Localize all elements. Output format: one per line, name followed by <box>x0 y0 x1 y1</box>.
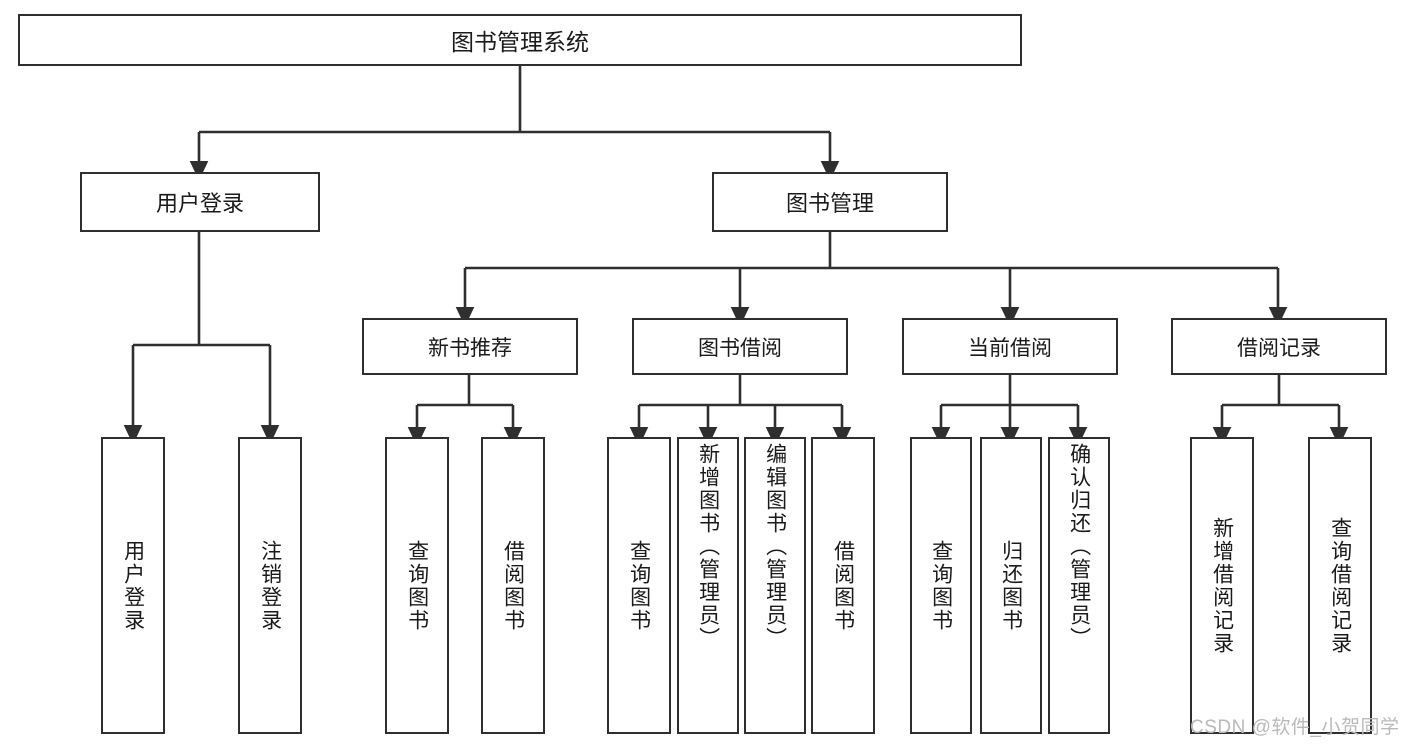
node-label: 新书推荐 <box>428 336 512 360</box>
leaf-text-wrap: 新增借阅记录 <box>1192 439 1252 732</box>
leaf-text-wrap: 用户登录 <box>103 439 163 732</box>
leaf-user-login-logout[interactable]: 注销登录 <box>238 437 302 734</box>
leaf-user-login-login[interactable]: 用户登录 <box>101 437 165 734</box>
leaf-current-borrow-query[interactable]: 查询图书 <box>910 437 972 734</box>
node-label: 查询图书 <box>929 539 953 632</box>
leaf-borrow-record-add[interactable]: 新增借阅记录 <box>1190 437 1254 734</box>
leaf-text-wrap: 确认归还（管理员） <box>1050 439 1108 736</box>
node-label: 借阅记录 <box>1237 336 1321 360</box>
leaf-book-borrow-add[interactable]: 新增图书（管理员） <box>677 437 739 734</box>
leaf-new-book-borrow[interactable]: 借阅图书 <box>481 437 545 734</box>
node-label: 图书管理系统 <box>451 29 589 55</box>
node-new-book-recommend[interactable]: 新书推荐 <box>362 318 578 375</box>
node-label: 注销登录 <box>258 539 282 632</box>
leaf-current-borrow-confirm-return[interactable]: 确认归还（管理员） <box>1048 437 1110 734</box>
node-book-management[interactable]: 图书管理 <box>712 172 948 232</box>
node-label: 查询借阅记录 <box>1328 516 1352 655</box>
node-label: 借阅图书 <box>831 539 855 632</box>
leaf-book-borrow-borrow[interactable]: 借阅图书 <box>811 437 875 734</box>
node-label: 编辑图书（管理员） <box>763 443 787 650</box>
leaf-text-wrap: 借阅图书 <box>483 439 543 732</box>
leaf-text-wrap: 注销登录 <box>240 439 300 732</box>
node-book-borrow[interactable]: 图书借阅 <box>632 318 848 375</box>
node-label: 新增借阅记录 <box>1210 516 1234 655</box>
node-label: 归还图书 <box>999 539 1023 632</box>
csdn-watermark: CSDN @软件_小贺同学 <box>1190 717 1400 738</box>
node-user-login[interactable]: 用户登录 <box>80 172 320 232</box>
node-label: 查询图书 <box>627 539 651 632</box>
leaf-new-book-query[interactable]: 查询图书 <box>385 437 449 734</box>
node-label: 用户登录 <box>121 539 145 632</box>
node-label: 图书管理 <box>785 191 874 216</box>
leaf-book-borrow-query[interactable]: 查询图书 <box>607 437 671 734</box>
leaf-text-wrap: 归还图书 <box>982 439 1040 732</box>
leaf-book-borrow-edit[interactable]: 编辑图书（管理员） <box>744 437 806 734</box>
node-label: 图书借阅 <box>698 336 782 360</box>
node-root-system[interactable]: 图书管理系统 <box>18 14 1022 66</box>
leaf-text-wrap: 查询借阅记录 <box>1310 439 1370 732</box>
leaf-text-wrap: 查询图书 <box>912 439 970 732</box>
node-label: 借阅图书 <box>501 539 525 632</box>
leaf-text-wrap: 借阅图书 <box>813 439 873 732</box>
node-label: 当前借阅 <box>968 336 1052 360</box>
leaf-text-wrap: 查询图书 <box>609 439 669 732</box>
leaf-text-wrap: 新增图书（管理员） <box>679 439 737 736</box>
leaf-text-wrap: 查询图书 <box>387 439 447 732</box>
node-current-borrow[interactable]: 当前借阅 <box>902 318 1118 375</box>
node-label: 用户登录 <box>155 191 244 216</box>
leaf-text-wrap: 编辑图书（管理员） <box>746 439 804 736</box>
node-label: 新增图书（管理员） <box>696 443 720 650</box>
leaf-borrow-record-query[interactable]: 查询借阅记录 <box>1308 437 1372 734</box>
leaf-current-borrow-return[interactable]: 归还图书 <box>980 437 1042 734</box>
node-label: 查询图书 <box>405 539 429 632</box>
node-label: 确认归还（管理员） <box>1067 443 1091 650</box>
node-borrow-record[interactable]: 借阅记录 <box>1171 318 1387 375</box>
